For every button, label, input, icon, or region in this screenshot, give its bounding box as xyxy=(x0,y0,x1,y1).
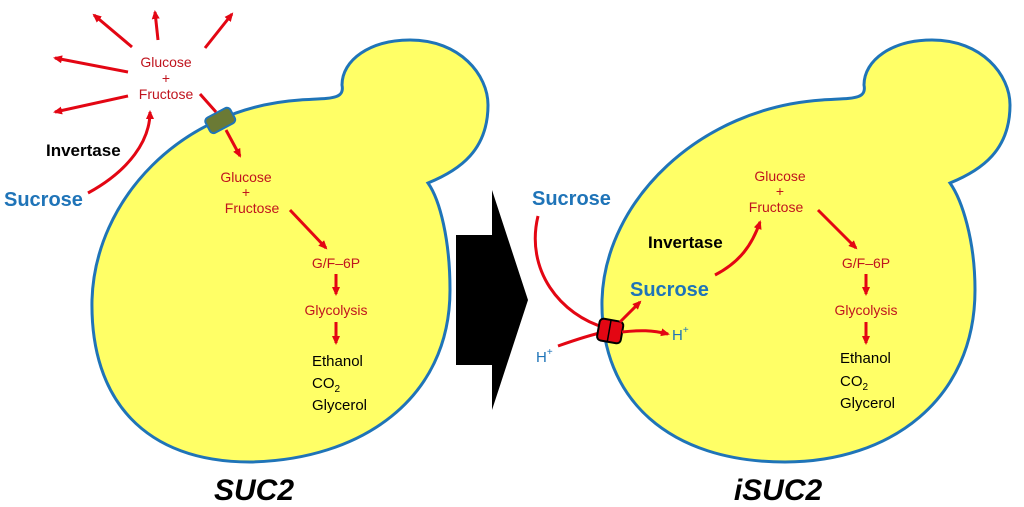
left-ext-glucose: Glucose xyxy=(140,54,192,70)
left-glycolysis: Glycolysis xyxy=(304,302,367,318)
dispersal-arrow-3 xyxy=(203,12,234,49)
right-symporter-divider xyxy=(606,319,612,342)
left-uptake-arrow xyxy=(224,129,242,158)
dispersal-arrow-2 xyxy=(151,10,160,41)
left-dispersal-arrows xyxy=(53,10,234,115)
left-ethanol: Ethanol xyxy=(312,353,363,370)
left-gf6p: G/F–6P xyxy=(312,255,360,271)
dispersal-arrow-4 xyxy=(53,55,129,74)
left-co2: CO2 xyxy=(312,375,341,395)
right-ethanol: Ethanol xyxy=(840,350,891,367)
right-sucrose-import-curve xyxy=(533,215,607,330)
left-ext-fructose: Fructose xyxy=(139,86,194,102)
left-co2-base: CO xyxy=(312,375,335,392)
right-inside-proton-sup: + xyxy=(683,325,689,336)
right-cell-body xyxy=(600,38,1012,464)
right-gene-label: iSUC2 xyxy=(734,474,823,507)
transition-arrow xyxy=(456,190,528,410)
left-ext-plus: + xyxy=(162,70,170,86)
left-gene-label: SUC2 xyxy=(214,474,294,507)
left-co2-sub: 2 xyxy=(335,384,341,395)
right-glucose: Glucose xyxy=(754,168,806,184)
right-glycolysis: Glycolysis xyxy=(834,302,897,318)
right-fructose: Fructose xyxy=(749,199,804,215)
left-transporter-body xyxy=(204,106,237,135)
left-glycerol: Glycerol xyxy=(312,397,367,414)
left-sucrose-label: Sucrose xyxy=(4,189,83,211)
right-inside-proton-base: H xyxy=(672,327,683,344)
left-phosphorylation-arrow xyxy=(288,208,328,250)
left-transporter xyxy=(204,106,237,135)
right-co2-sub: 2 xyxy=(863,382,869,393)
right-co2-base: CO xyxy=(840,373,863,390)
right-symporter xyxy=(596,317,625,345)
left-cell-body xyxy=(90,38,490,464)
right-outside-proton: H+ xyxy=(536,347,553,366)
left-int-plus: + xyxy=(242,184,250,200)
right-phosphorylation-arrow xyxy=(816,208,858,250)
left-uptake-arrow-top xyxy=(198,93,218,113)
right-cell xyxy=(600,38,1012,464)
right-invertase-label: Invertase xyxy=(648,233,723,252)
right-gf6p: G/F–6P xyxy=(842,255,890,271)
right-outside-proton-sup: + xyxy=(547,347,553,358)
dispersal-arrow-5 xyxy=(53,94,129,115)
left-invertase-label: Invertase xyxy=(46,141,121,160)
right-sucrose-inside-arrow xyxy=(618,300,642,324)
right-inside-sucrose: Sucrose xyxy=(630,279,709,301)
right-outside-sucrose: Sucrose xyxy=(532,188,611,210)
left-invertase-arrow xyxy=(87,110,154,195)
right-plus: + xyxy=(776,183,784,199)
right-symporter-body xyxy=(596,317,625,345)
right-glycerol: Glycerol xyxy=(840,395,895,412)
right-proton-inside-arrow xyxy=(621,328,670,337)
left-cell xyxy=(90,38,490,464)
right-inside-proton: H+ xyxy=(672,325,689,344)
right-outside-proton-base: H xyxy=(536,349,547,366)
left-int-glucose: Glucose xyxy=(220,169,272,185)
dispersal-arrow-1 xyxy=(92,13,133,49)
right-invertase-arrow xyxy=(714,220,762,277)
right-co2: CO2 xyxy=(840,373,869,393)
left-int-fructose: Fructose xyxy=(225,200,280,216)
